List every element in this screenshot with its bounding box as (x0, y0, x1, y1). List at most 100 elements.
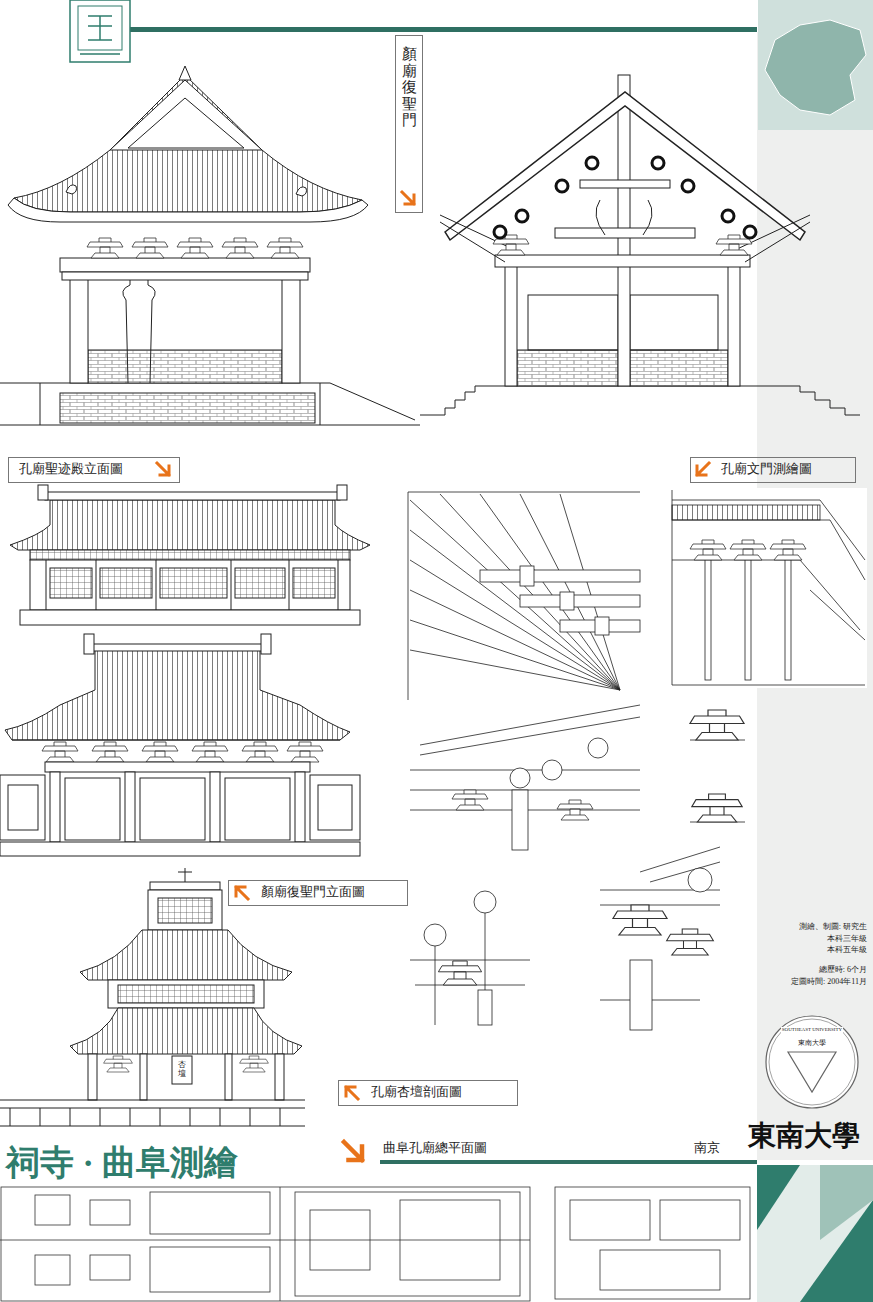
purlin (588, 738, 608, 758)
corner-arrow (157, 463, 169, 475)
post (478, 990, 492, 1025)
side-wall (310, 775, 360, 840)
bracket-set (438, 961, 481, 985)
wall-panel (528, 295, 618, 350)
gate-section (420, 75, 860, 415)
side-wall (0, 775, 45, 840)
ridge-beasts (66, 185, 307, 196)
roof-eave (8, 198, 368, 222)
door (65, 778, 120, 840)
beam (45, 762, 310, 772)
purlin (586, 157, 598, 169)
bracket-set (104, 1056, 133, 1072)
window (158, 898, 212, 923)
column (295, 772, 305, 842)
credit-line: 本科五年級 (827, 945, 867, 955)
bracket-set (770, 540, 806, 560)
bracket-set (42, 742, 78, 762)
base (20, 610, 360, 625)
eave-rafters (440, 215, 810, 262)
plan-building (600, 1250, 720, 1290)
vertical-label-box: 顏廟復聖門 (395, 35, 423, 213)
drawing-title: 孔廟文門測繪圖 (721, 461, 855, 478)
plaque (172, 1056, 192, 1084)
bracket-set (87, 238, 123, 258)
ridge (45, 492, 340, 500)
beam (580, 180, 670, 188)
beam (495, 255, 750, 267)
brick-wall (630, 350, 728, 386)
purlin (542, 760, 562, 780)
university-name: 東南大學 (748, 1119, 860, 1153)
column (225, 1054, 232, 1100)
column (140, 1054, 147, 1100)
bracket-set (142, 742, 178, 762)
column (88, 1054, 97, 1100)
ridge-ornament (38, 485, 48, 500)
plan-building (90, 1200, 130, 1225)
plan-building (35, 1195, 70, 1225)
city-name: 南京 (694, 1140, 720, 1156)
header-rule (130, 27, 757, 32)
bracket-arm (480, 570, 640, 582)
drawing-title: 顏廟復聖門立面圖 (261, 884, 407, 901)
label-box: 孔廟文門測繪圖 (690, 457, 856, 483)
purlin (474, 891, 496, 913)
beam (62, 272, 308, 280)
bracket-set (177, 238, 213, 258)
poster-title: 祠寺 · 曲阜測繪 (6, 1140, 238, 1186)
roof-surface (14, 75, 362, 212)
column (728, 262, 740, 386)
section-rule (380, 1160, 757, 1164)
plan-building (150, 1247, 270, 1292)
purlin (494, 226, 506, 238)
sheet-ground (670, 488, 867, 688)
bracket-row (30, 550, 350, 560)
center-post (123, 275, 155, 383)
bracket-set (92, 742, 128, 762)
gable-inner (128, 98, 244, 148)
gate-front-elevation (0, 634, 360, 856)
map-panel (758, 0, 873, 130)
bracket-set (132, 238, 168, 258)
plan-building (35, 1255, 70, 1285)
credit-line: 總歷時: 6个月 (819, 965, 867, 975)
label-box: 顏廟復聖門立面圖 (228, 880, 408, 906)
seal-text: SOUTHEAST UNIVERSITY (781, 1027, 843, 1033)
purlin (744, 226, 756, 238)
upper-roof (80, 930, 292, 980)
bracket-set (242, 742, 278, 762)
finial (178, 868, 192, 882)
bracket-set (287, 742, 323, 762)
pavilion-section (0, 868, 305, 1126)
label-box: 孔廟聖迹殿立面圖 (8, 457, 180, 483)
plan-building (660, 1200, 740, 1240)
hall-elevation (10, 485, 370, 625)
side-wall-panel (318, 785, 352, 830)
plan-building (555, 1187, 750, 1299)
purlin-detail (410, 891, 530, 1025)
ridge (150, 882, 220, 890)
lower-roof (70, 1008, 302, 1054)
site-plan (0, 1187, 750, 1301)
door (140, 778, 205, 840)
plan-axis (0, 1187, 530, 1301)
platform (0, 383, 420, 425)
beam (60, 258, 310, 272)
brick-wall (88, 350, 282, 383)
seal-ring (766, 1016, 858, 1108)
window (100, 568, 152, 598)
beam (555, 228, 695, 238)
ridge (90, 644, 265, 651)
gate-partial-elevation (670, 488, 867, 688)
wall-panel (630, 295, 718, 350)
roof-section (445, 92, 805, 240)
roof-surface (10, 500, 370, 550)
column (705, 560, 711, 680)
plan-boundary (1, 1187, 530, 1301)
bracket-section (410, 705, 640, 850)
bracket-set (267, 238, 303, 258)
corner-arrow (697, 463, 709, 475)
bracket-arm (520, 595, 640, 607)
